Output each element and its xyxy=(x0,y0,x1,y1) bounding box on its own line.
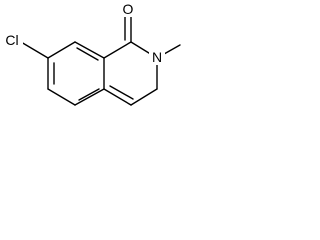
bond-c7-c6 xyxy=(47,88,76,106)
bond-c4-c4a xyxy=(103,88,132,106)
chlorine-label: Cl xyxy=(5,32,18,48)
bond-c8-cl xyxy=(20,41,49,59)
bond-c4a-c1 xyxy=(103,41,132,59)
chemical-structure: Cl O N xyxy=(1,1,181,106)
bond-inner-c6-c5 xyxy=(78,88,100,101)
nitrogen-label: N xyxy=(152,49,162,65)
bond-inner-c8a-c1 xyxy=(76,47,99,61)
bond-inner-c3-c4 xyxy=(109,85,134,100)
bond-c8a-c1 xyxy=(74,41,105,59)
oxygen-label: O xyxy=(123,1,134,17)
atom-labels: Cl O N xyxy=(1,1,165,65)
oxygen-label-bg xyxy=(120,1,136,17)
nitrogen-label-bg xyxy=(149,49,165,65)
bonds xyxy=(20,13,181,106)
bond-c8a-c8 xyxy=(47,41,76,59)
bond-c3-c4 xyxy=(130,88,158,106)
chlorine-label-bg xyxy=(1,31,23,49)
bond-c6-c5 xyxy=(74,88,105,106)
